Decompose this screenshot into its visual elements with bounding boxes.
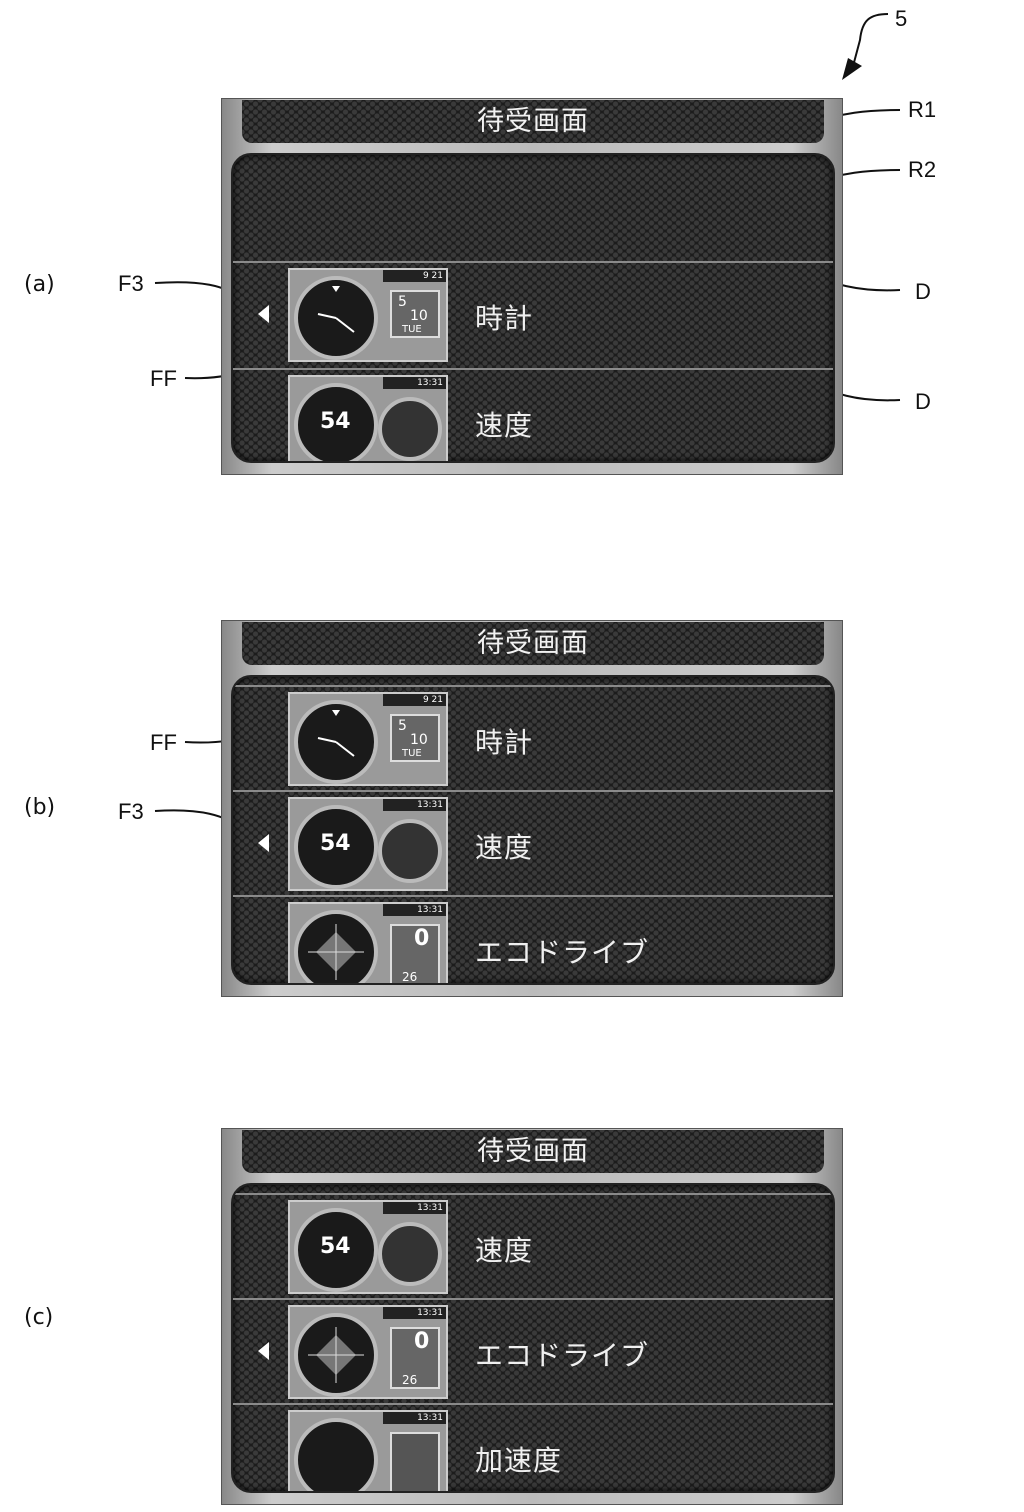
speed-value: 54 [320, 1234, 351, 1259]
accel-stats [390, 1432, 440, 1493]
list-item-speed[interactable]: 13:31 54 速度 [233, 372, 833, 463]
list-item-accel[interactable]: 13:31 加速度 [233, 1407, 833, 1493]
compass-icon [378, 397, 442, 461]
list-area: 13:31 54 速度 13:31 0 26 エコドライブ 13:31 加速度 [231, 1183, 835, 1493]
date-day: 10 [410, 732, 428, 748]
date-box: 510TUE [390, 714, 440, 762]
thumbnail-time: 13:31 [383, 1307, 446, 1319]
date-month: 5 [398, 718, 407, 734]
label-f3-a: F3 [118, 271, 144, 297]
eco-radar-icon [294, 1313, 378, 1397]
row-divider [233, 1403, 833, 1405]
list-area: 9 21 510TUE 時計 13:31 54 速度 13:31 0 26 エコドライブ [231, 675, 835, 985]
clock-face-icon [294, 700, 378, 784]
thumbnail-time: 13:31 [383, 799, 446, 811]
thumbnail-speed: 13:31 54 [288, 1200, 448, 1294]
standby-screen: 待受画面 9 21 510TUE 時計 13:31 54 速度 [221, 98, 843, 475]
date-month: 5 [398, 294, 407, 310]
list-item-label: エコドライブ [475, 1334, 649, 1374]
standby-screen: 待受画面 13:31 54 速度 13:31 0 26 エコドライブ 13:31 加速度 [221, 1128, 843, 1505]
row-divider [233, 895, 833, 897]
thumbnail-clock: 9 21 510TUE [288, 268, 448, 362]
selection-cursor-icon [258, 1342, 269, 1360]
list-item-label: エコドライブ [475, 931, 649, 971]
thumbnail-speed: 13:31 54 [288, 375, 448, 463]
eco-score: 0 [414, 1329, 429, 1354]
label-f3-b: F3 [118, 799, 144, 825]
eco-score-box: 0 26 [390, 924, 440, 985]
compass-icon [378, 1222, 442, 1286]
label-r1: R1 [908, 97, 936, 123]
title-bar: 待受画面 [242, 622, 824, 665]
row-divider [233, 790, 833, 792]
panel-caption: (b) [24, 795, 55, 820]
label-d2: D [915, 389, 931, 415]
label-d1: D [915, 279, 931, 305]
selection-cursor-icon [258, 834, 269, 852]
thumbnail-time: 13:31 [383, 1412, 446, 1424]
row-divider [233, 685, 833, 687]
label-ff-a: FF [150, 366, 177, 392]
list-item-label: 速度 [475, 826, 533, 866]
list-item-speed[interactable]: 13:31 54 速度 [233, 794, 833, 894]
thumbnail-time: 13:31 [383, 904, 446, 916]
label-r2: R2 [908, 157, 936, 183]
speed-value: 54 [320, 831, 351, 856]
standby-screen: 待受画面 9 21 510TUE 時計 13:31 54 速度 13:31 0 26 エコドライブ [221, 620, 843, 997]
selection-cursor-icon [258, 305, 269, 323]
title-bar: 待受画面 [242, 1130, 824, 1173]
list-item-label: 時計 [475, 721, 533, 761]
thumbnail-eco: 13:31 0 26 [288, 902, 448, 985]
panel-caption: (c) [24, 1305, 53, 1330]
figure-arrowhead [842, 58, 862, 80]
date-box: 510TUE [390, 290, 440, 338]
eco-radar-icon [294, 910, 378, 985]
thumbnail-time: 9 21 [383, 270, 446, 282]
eco-sub-value: 26 [402, 970, 417, 984]
thumbnail-accel: 13:31 [288, 1410, 448, 1493]
g-meter-icon [294, 1418, 378, 1493]
panel-caption: (a) [24, 272, 55, 297]
speed-value: 54 [320, 409, 351, 434]
compass-icon [378, 819, 442, 883]
list-item-clock[interactable]: 9 21 510TUE 時計 [233, 265, 833, 365]
thumbnail-time: 13:31 [383, 377, 446, 389]
date-weekday: TUE [402, 748, 422, 759]
speedometer-icon: 54 [294, 1208, 378, 1292]
row-divider [233, 1298, 833, 1300]
label-ff-b: FF [150, 730, 177, 756]
figure-number: 5 [895, 6, 907, 32]
list-item-label: 加速度 [475, 1439, 562, 1479]
list-item-label: 時計 [475, 297, 533, 337]
list-item-clock[interactable]: 9 21 510TUE 時計 [233, 689, 833, 789]
list-item-eco[interactable]: 13:31 0 26 エコドライブ [233, 1302, 833, 1402]
date-day: 10 [410, 308, 428, 324]
eco-score: 0 [414, 926, 429, 951]
list-item-label: 速度 [475, 404, 533, 444]
row-divider [233, 368, 833, 370]
thumbnail-clock: 9 21 510TUE [288, 692, 448, 786]
speedometer-icon: 54 [294, 383, 378, 463]
row-divider [233, 1193, 833, 1195]
list-item-eco[interactable]: 13:31 0 26 エコドライブ [233, 899, 833, 985]
figure-arrow [852, 14, 888, 70]
date-weekday: TUE [402, 324, 422, 335]
title-bar: 待受画面 [242, 100, 824, 143]
list-area: 9 21 510TUE 時計 13:31 54 速度 [231, 153, 835, 463]
thumbnail-time: 13:31 [383, 1202, 446, 1214]
thumbnail-eco: 13:31 0 26 [288, 1305, 448, 1399]
thumbnail-speed: 13:31 54 [288, 797, 448, 891]
list-item-label: 速度 [475, 1229, 533, 1269]
clock-face-icon [294, 276, 378, 360]
eco-sub-value: 26 [402, 1373, 417, 1387]
speedometer-icon: 54 [294, 805, 378, 889]
eco-score-box: 0 26 [390, 1327, 440, 1389]
row-divider [233, 261, 833, 263]
thumbnail-time: 9 21 [383, 694, 446, 706]
list-item-speed[interactable]: 13:31 54 速度 [233, 1197, 833, 1297]
